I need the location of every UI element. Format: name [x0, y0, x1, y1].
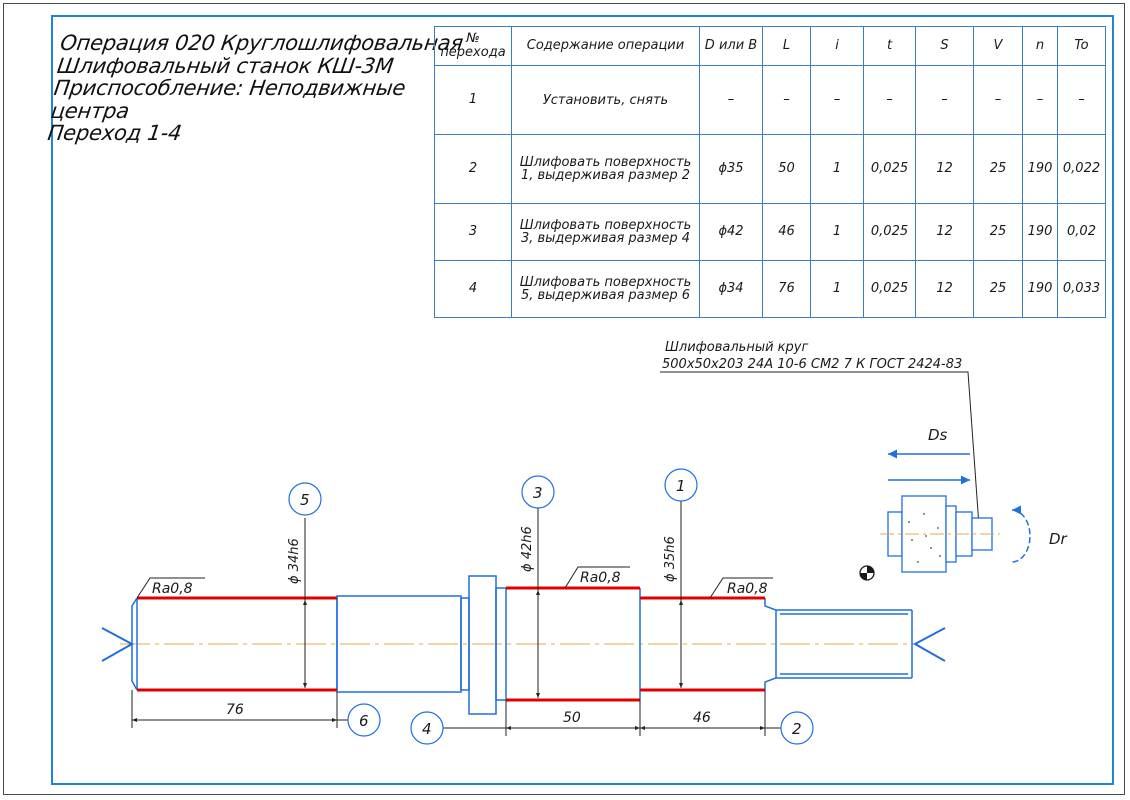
cell-num: 4 [434, 260, 512, 318]
cell-d: ϕ35 [699, 134, 763, 204]
wheel-texture [908, 513, 941, 563]
roughness-label-5: Ra0,8 [152, 581, 193, 597]
cell-s: – [915, 65, 974, 135]
marker-6 [347, 703, 381, 737]
rotation-arrow-dr [1011, 505, 1031, 563]
cell-t: 0,025 [863, 260, 916, 318]
header-to: To [1057, 26, 1106, 66]
header-s: S [915, 26, 974, 66]
cell-num: 1 [434, 65, 512, 135]
marker-5 [288, 482, 322, 516]
cell-to: 0,033 [1057, 260, 1106, 318]
marker-1 [664, 468, 698, 502]
cell-to: 0,02 [1057, 203, 1106, 261]
wheel-label-line2: 500x50x203 24А 10-6 СМ2 7 К ГОСТ 2424-83 [662, 357, 962, 372]
marker-2 [780, 711, 814, 745]
marker-label-3: 3 [533, 484, 543, 502]
right-center-icon [912, 627, 946, 662]
marker-label-2: 2 [792, 720, 802, 738]
ground-surfaces [137, 586, 765, 702]
cell-v: 25 [973, 260, 1023, 318]
cell-t: – [863, 65, 916, 135]
diameter-label-34: ϕ 34h6 [287, 538, 302, 584]
roughness-label-3: Ra0,8 [580, 570, 621, 586]
cell-n: 190 [1022, 203, 1058, 261]
marker-label-4: 4 [422, 720, 432, 738]
marker-label-1: 1 [676, 477, 686, 495]
cell-num: 3 [434, 203, 512, 261]
cell-to: 0,022 [1057, 134, 1106, 204]
wheel-leader-line [660, 371, 981, 541]
cell-n: 190 [1022, 134, 1058, 204]
rotation-label-dr: Dr [1049, 530, 1068, 548]
marker-label-6: 6 [359, 712, 369, 730]
marker-3 [521, 475, 555, 509]
surface-markers [288, 468, 814, 745]
cell-content: Установить, снять [511, 65, 700, 135]
cell-d: ϕ34 [699, 260, 763, 318]
cell-d: ϕ42 [699, 203, 763, 261]
cell-num: 2 [434, 134, 512, 204]
table-row: 4 Шлифовать поверхность 5, выдерживая ра… [434, 260, 1106, 318]
roughness-label-1: Ra0,8 [727, 581, 768, 597]
cell-l: 76 [762, 260, 811, 318]
cell-s: 12 [915, 134, 974, 204]
wheel-label-line1: Шлифовальный круг [665, 340, 808, 355]
header-v: V [973, 26, 1023, 66]
cell-v: – [973, 65, 1023, 135]
header-step-number: № перехода [434, 26, 512, 66]
length-dims [131, 690, 781, 736]
cell-content: Шлифовать поверхность 3, выдерживая разм… [511, 203, 700, 261]
marker-label-5: 5 [300, 491, 310, 509]
header-d-or-b: D или B [699, 26, 763, 66]
cell-s: 12 [915, 260, 974, 318]
drawing-frame [51, 15, 1114, 785]
table-row: 2 Шлифовать поверхность 1, выдерживая ра… [434, 134, 1106, 204]
diameter-dims [303, 500, 683, 698]
outer-border [3, 3, 1125, 795]
length-label-46: 46 [693, 710, 711, 726]
header-n: n [1022, 26, 1058, 66]
roughness-marks [136, 566, 773, 599]
length-label-50: 50 [563, 710, 581, 726]
cell-i: 1 [810, 203, 864, 261]
cell-content: Шлифовать поверхность 5, выдерживая разм… [511, 260, 700, 318]
operations-table: № перехода Содержание операции D или B L… [434, 26, 1106, 318]
feed-label-ds: Ds [928, 426, 948, 444]
length-label-76: 76 [226, 702, 244, 718]
diameter-label-35: ϕ 35h6 [663, 536, 678, 582]
table-row: 3 Шлифовать поверхность 3, выдерживая ра… [434, 203, 1106, 261]
diameter-label-42: ϕ 42h6 [520, 526, 535, 572]
datum-center-icon [859, 565, 875, 581]
table-row: 1 Установить, снять – – – – – – – – [434, 65, 1106, 135]
cell-i: 1 [810, 260, 864, 318]
header-i: i [810, 26, 864, 66]
marker-4 [410, 711, 444, 745]
cell-content: Шлифовать поверхность 1, выдерживая разм… [511, 134, 700, 204]
cell-t: 0,025 [863, 203, 916, 261]
cell-d: – [699, 65, 763, 135]
